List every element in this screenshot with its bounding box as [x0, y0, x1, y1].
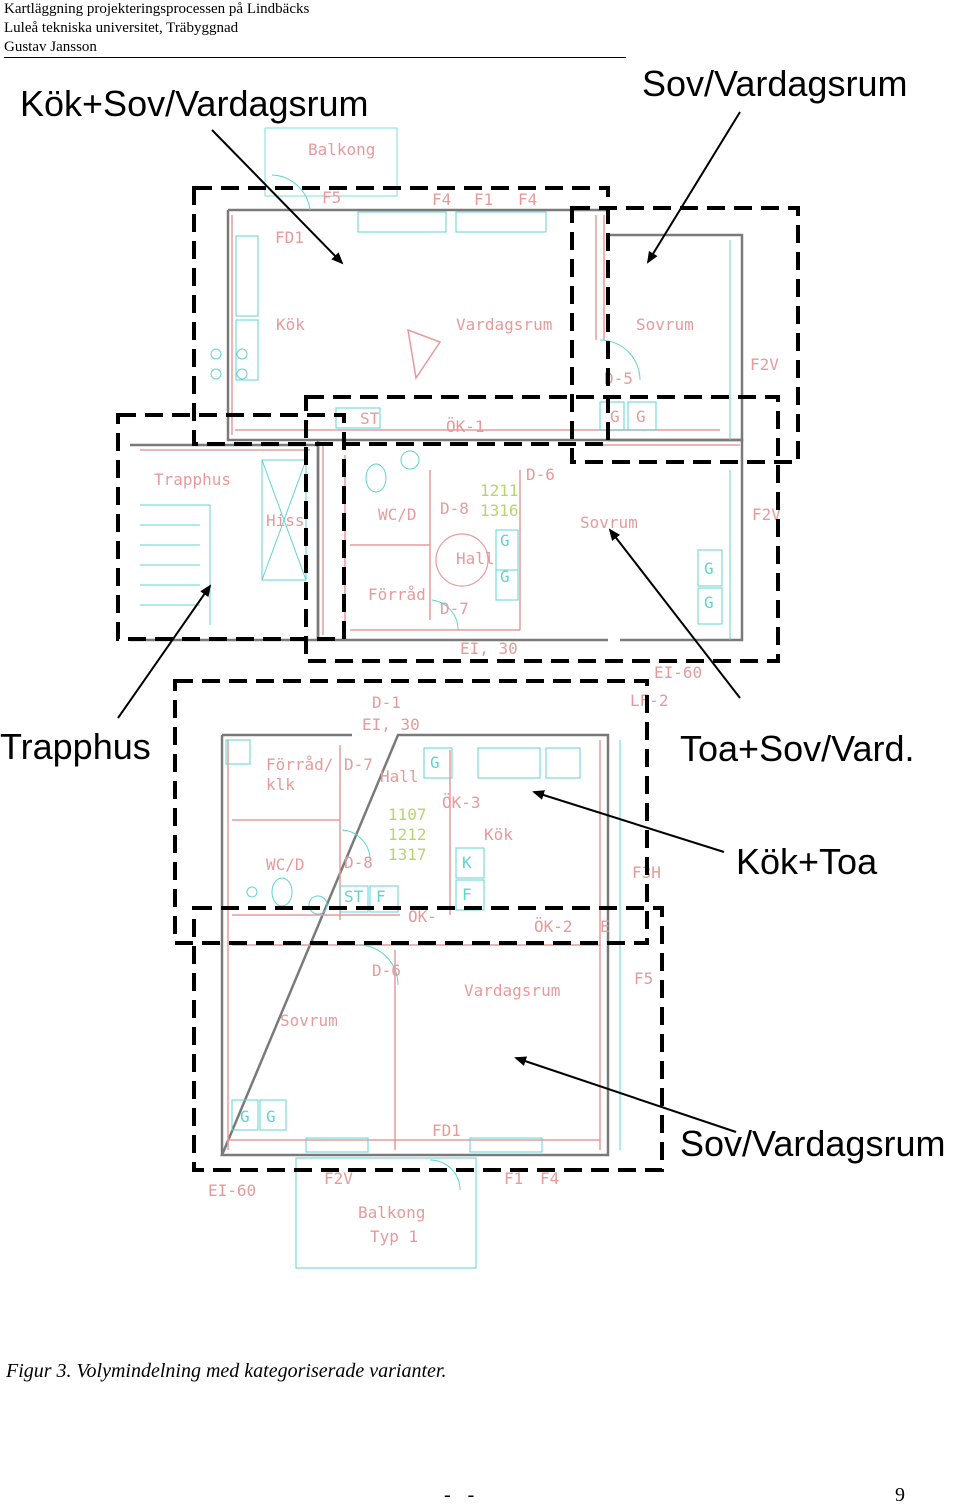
- upper-label-f5: F5: [322, 188, 341, 207]
- arrow-bottom-right: [514, 1056, 737, 1133]
- upper-label-vardagsrum: Vardagsrum: [456, 315, 552, 334]
- upper-label-g2: G: [636, 407, 646, 426]
- upper-label-d5: D-5: [604, 369, 633, 388]
- lower-label-ei30: EI, 30: [362, 715, 420, 734]
- zone-boxes: [116, 186, 800, 1172]
- zone-toa-sov: [304, 395, 780, 663]
- lower-label-n3: 1317: [388, 845, 427, 864]
- zone-sov-vard-lower: [192, 906, 664, 1172]
- lower-label-g2: G: [266, 1107, 276, 1126]
- lower-label-f2v: F2V: [324, 1169, 353, 1188]
- lower-label-ok2: ÖK-2: [534, 917, 573, 936]
- page-number: 9: [895, 1484, 905, 1506]
- upper-label-f4a: F4: [432, 190, 451, 209]
- lower-label-d6: D-6: [372, 961, 401, 980]
- zone-kok-toa: [173, 679, 649, 945]
- arrow-toa-sov: [608, 528, 741, 699]
- upper-label-d8: D-8: [440, 499, 469, 518]
- upper-label-sovrum-1: Sovrum: [636, 315, 694, 334]
- arrow-kok-toa: [532, 790, 725, 853]
- upper-label-d7: D-7: [440, 599, 469, 618]
- figure-caption: Figur 3. Volymindelning med kategorisera…: [6, 1360, 447, 1382]
- upper-label-d6: D-6: [526, 465, 555, 484]
- header-line-3: Gustav Jansson: [4, 39, 97, 55]
- lower-label-f: F: [376, 887, 386, 906]
- lower-label-n1: 1107: [388, 805, 427, 824]
- zone-sov-vard: [570, 206, 800, 464]
- arrow-top-right: [646, 111, 741, 264]
- upper-label-st: ST: [360, 409, 380, 428]
- upper-label-trapphus: Trapphus: [154, 470, 231, 489]
- lower-label-d1: D-1: [372, 693, 401, 712]
- document-header: Kartläggning projekteringsprocessen på L…: [4, 0, 626, 58]
- lower-label-hall: Hall: [380, 767, 419, 786]
- lower-label-ei60: EI-60: [208, 1181, 256, 1200]
- arrow-top-left: [211, 129, 344, 265]
- lower-label-fd1: FD1: [432, 1121, 461, 1140]
- upper-label-hiss: Hiss: [266, 511, 305, 530]
- lower-label-g1: G: [240, 1107, 250, 1126]
- floor-plan-figure: Balkong FD1 F5 F4 F1 F4 Kök Vardagsrum S…: [116, 111, 800, 1269]
- lower-label-sovrum: Sovrum: [280, 1011, 338, 1030]
- zone-trapphus: [116, 413, 346, 641]
- lower-label-wcd: WC/D: [266, 855, 305, 874]
- lower-label-f5: F5: [634, 969, 653, 988]
- lower-label-d8: D-8: [344, 853, 373, 872]
- callout-sov-vardagsrum-top: Sov/Vardagsrum: [642, 63, 908, 104]
- upper-label-g6: G: [704, 593, 714, 612]
- callout-sov-vardagsrum-bottom: Sov/Vardagsrum: [680, 1123, 946, 1164]
- lower-label-f-2: F: [462, 885, 472, 904]
- upper-label-ok1: ÖK-1: [446, 417, 485, 436]
- lower-label-f4: F4: [540, 1169, 559, 1188]
- upper-label-f1: F1: [474, 190, 493, 209]
- lower-label-k: K: [462, 853, 472, 872]
- upper-label-f2v-2: F2V: [752, 505, 781, 524]
- lower-label-st: ST: [344, 887, 364, 906]
- lower-label-kok: Kök: [484, 825, 513, 844]
- upper-floor-plan: Balkong FD1 F5 F4 F1 F4 Kök Vardagsrum S…: [130, 127, 781, 710]
- callout-toa-sov-vard: Toa+Sov/Vard.: [680, 728, 915, 769]
- header-line-2: Luleå tekniska universitet, Träbyggnad: [4, 20, 239, 36]
- upper-label-lf2: LF-2: [630, 691, 669, 710]
- arrow-trapphus: [117, 584, 212, 719]
- zone-kok-sov: [192, 186, 610, 446]
- lower-label-e: E: [600, 917, 610, 936]
- callout-kok-sov-vardagsrum: Kök+Sov/Vardagsrum: [20, 83, 369, 124]
- upper-label-kok: Kök: [276, 315, 305, 334]
- lower-label-n2: 1212: [388, 825, 427, 844]
- header-line-1: Kartläggning projekteringsprocessen på L…: [4, 1, 310, 17]
- page-dashes: - -: [444, 1484, 481, 1506]
- lower-label-klk: klk: [266, 775, 295, 794]
- upper-label-forrad: Förråd: [368, 585, 426, 604]
- upper-label-sovrum-2: Sovrum: [580, 513, 638, 532]
- lower-label-balkong: Balkong: [358, 1203, 425, 1222]
- lower-label-ok3: ÖK-3: [442, 793, 481, 812]
- upper-label-wcd: WC/D: [378, 505, 417, 524]
- upper-label-f4b: F4: [518, 190, 537, 209]
- upper-label-fd1: FD1: [275, 228, 304, 247]
- upper-label-g5: G: [704, 559, 714, 578]
- upper-label-hall: Hall: [456, 549, 495, 568]
- upper-label-nums-b: 1316: [480, 501, 519, 520]
- lower-floor-plan: D-1 EI, 30 Förråd/ klk D-7 Hall G ÖK-3 1…: [208, 693, 661, 1269]
- upper-label-ei60: EI-60: [654, 663, 702, 682]
- lower-label-typ: Typ 1: [370, 1227, 418, 1246]
- upper-label-g3: G: [500, 531, 510, 550]
- upper-label-ei30: EI, 30: [460, 639, 518, 658]
- upper-label-nums-a: 1211: [480, 481, 519, 500]
- upper-label-balkong: Balkong: [308, 140, 375, 159]
- lower-label-vardagsrum: Vardagsrum: [464, 981, 560, 1000]
- upper-label-f2v-1: F2V: [750, 355, 779, 374]
- lower-label-forrad: Förråd/: [266, 755, 333, 774]
- callout-kok-toa: Kök+Toa: [736, 841, 878, 882]
- lower-label-ok: ÖK-: [408, 907, 437, 926]
- upper-label-g4: G: [500, 567, 510, 586]
- lower-label-d7: D-7: [344, 755, 373, 774]
- lower-label-f1: F1: [504, 1169, 523, 1188]
- upper-label-g1: G: [610, 407, 620, 426]
- lower-label-g: G: [430, 753, 440, 772]
- callout-trapphus: Trapphus: [0, 726, 151, 767]
